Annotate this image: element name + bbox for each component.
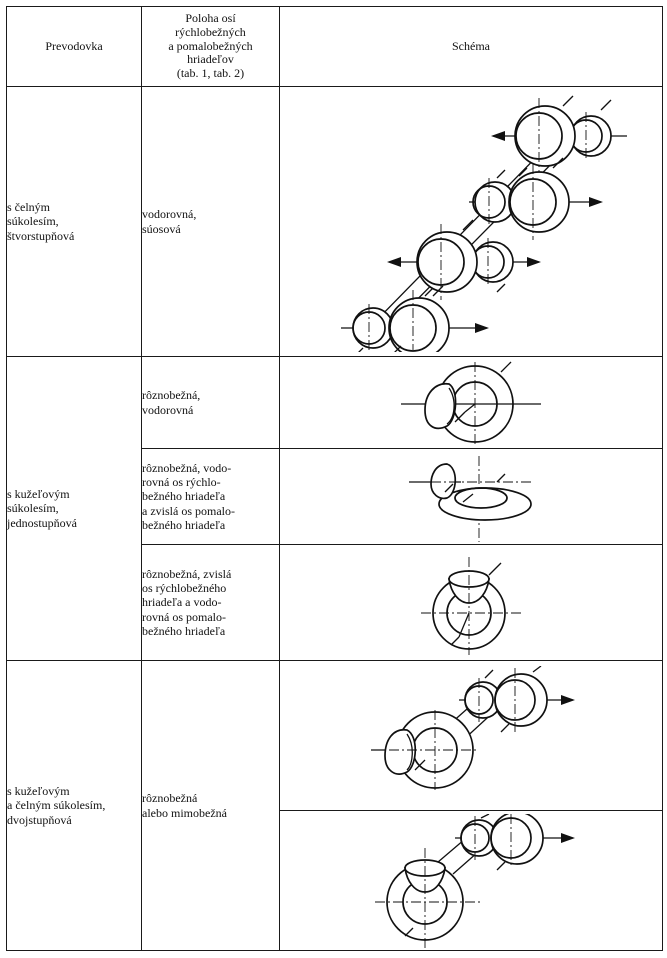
spur-gear-four-stage-schema-icon xyxy=(341,95,627,352)
bevel-spur-two-stage-vertical-schema-icon xyxy=(375,813,575,948)
axis-position-cell: rôznobežná, vodorovná xyxy=(141,356,280,449)
axis-position-cell: rôznobežná, zvislá os rýchlobežného hria… xyxy=(141,544,280,661)
axis-position-cell: rôznobežná, vodo- rovná os rýchlo- bežné… xyxy=(141,448,280,545)
axis-position-cell: vodorovná, súosová xyxy=(141,86,280,357)
header-axis-position: Poloha osí rýchlobežných a pomalobežných… xyxy=(141,6,280,87)
table-row: rôznobežná, zvislá os rýchlobežného hria… xyxy=(7,544,663,661)
table-row xyxy=(7,810,663,951)
axis-position-cell: rôznobežná alebo mimobežná xyxy=(141,660,280,951)
table-row: s čelným súkolesím, štvorstupňová vodoro… xyxy=(6,86,663,357)
schema-cell xyxy=(279,660,663,811)
bevel-gear-vertical-horizontal-schema-icon xyxy=(421,556,521,655)
bevel-gear-horizontal-schema-icon xyxy=(401,361,541,446)
schema-cell xyxy=(279,810,663,951)
schema-cell xyxy=(279,544,663,661)
gearbox-type-cell: s čelným súkolesím, štvorstupňová xyxy=(6,86,142,357)
schema-cell xyxy=(279,356,663,449)
bevel-gear-horizontal-vertical-schema-icon xyxy=(409,455,532,542)
schema-cell xyxy=(279,86,663,357)
header-schema: Schéma xyxy=(279,6,663,87)
gearbox-type-cell: s kužeľovým a čelným súkolesím, dvojstup… xyxy=(6,660,142,951)
header-row: Prevodovka Poloha osí rýchlobežných a po… xyxy=(6,6,663,87)
gearbox-table: Prevodovka Poloha osí rýchlobežných a po… xyxy=(6,6,663,951)
gearbox-type-cell: s kužeľovým súkolesím, jednostupňová xyxy=(6,356,142,661)
header-gearbox: Prevodovka xyxy=(6,6,142,87)
bevel-spur-two-stage-horizontal-schema-icon xyxy=(371,665,575,790)
table-row: rôznobežná, vodo- rovná os rýchlo- bežné… xyxy=(7,448,663,545)
schema-cell xyxy=(279,448,663,545)
table-row: s kužeľovým súkolesím, jednostupňová rôz… xyxy=(6,356,663,661)
table-row: s kužeľovým a čelným súkolesím, dvojstup… xyxy=(6,660,663,951)
